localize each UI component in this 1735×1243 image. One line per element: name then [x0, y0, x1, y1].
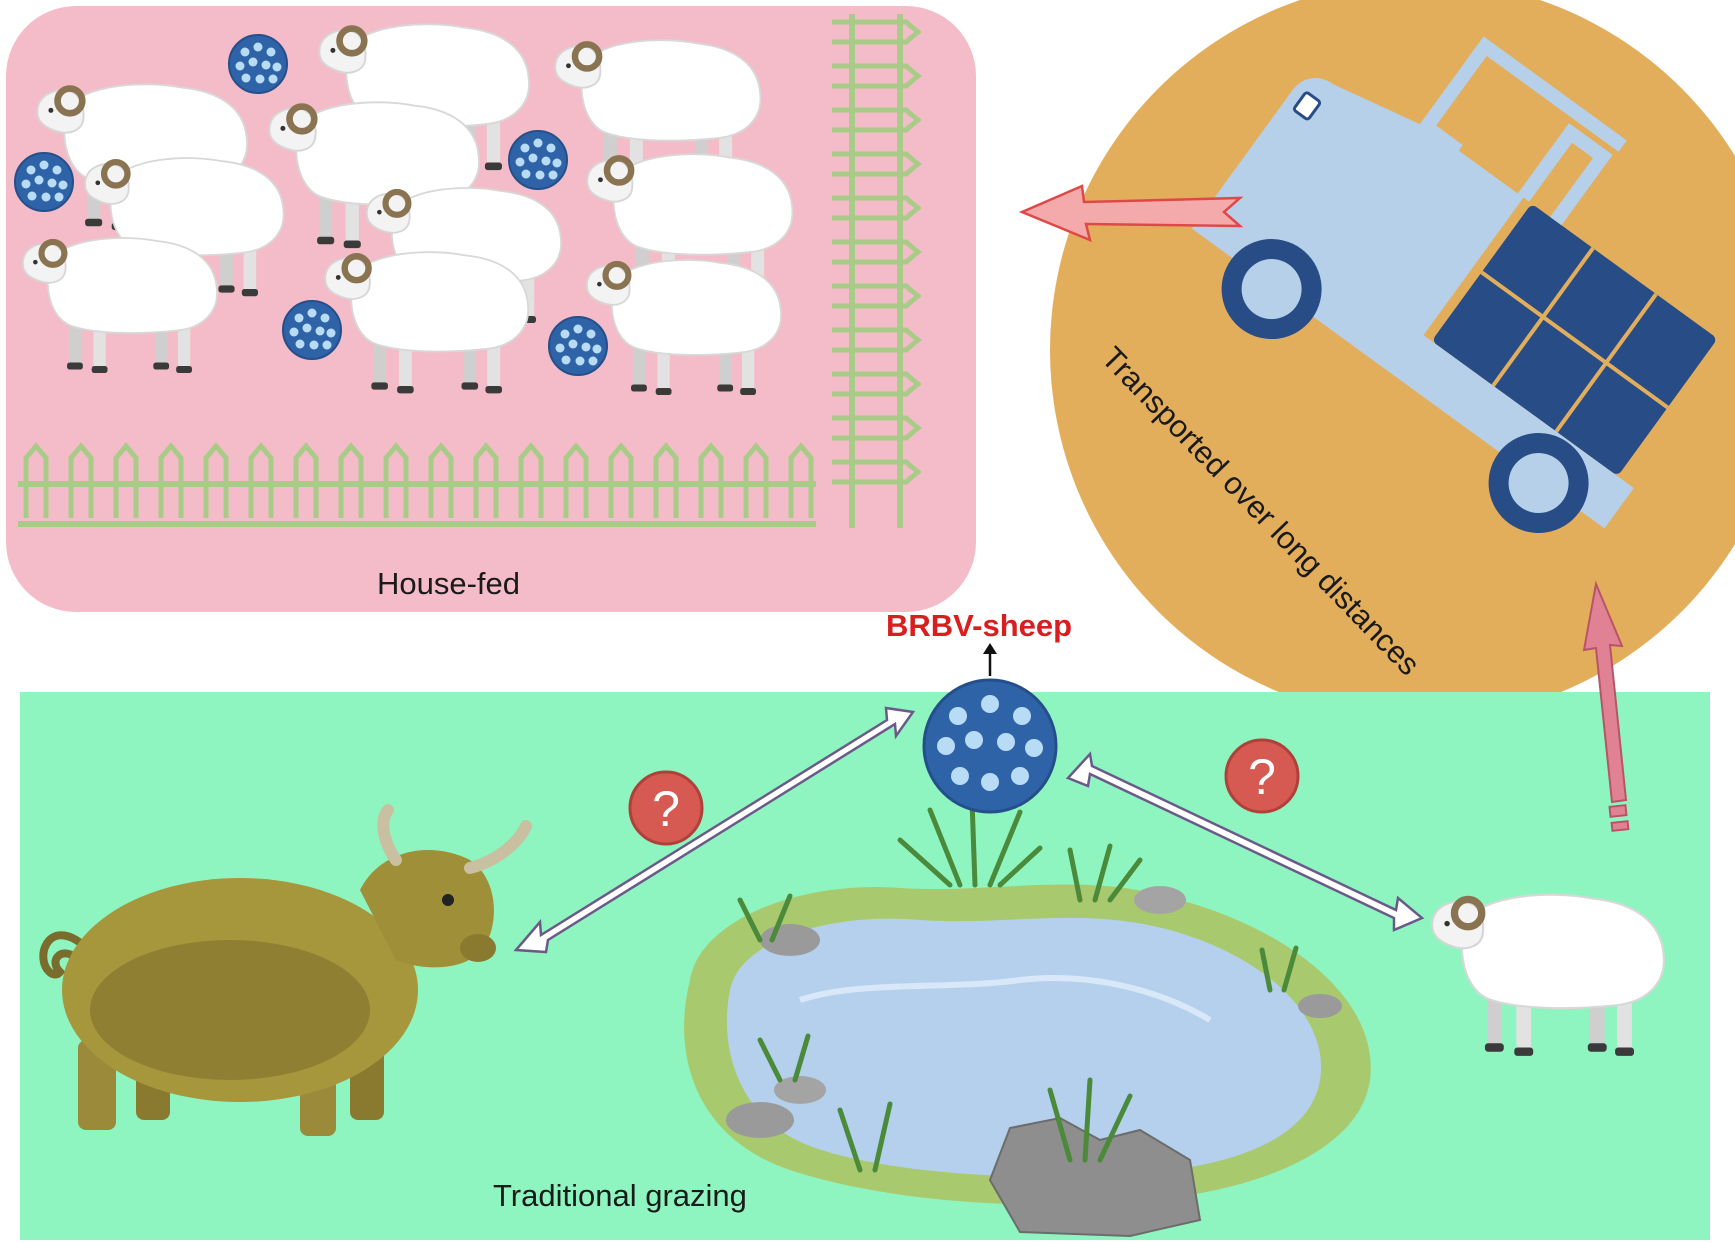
truck-icon: [1191, 36, 1716, 534]
question-icon: ?: [1224, 738, 1300, 814]
fence-icon: [18, 446, 816, 527]
transport-circle: [1050, 0, 1735, 720]
virus-icon: [282, 300, 342, 360]
svg-text:?: ?: [1248, 749, 1276, 805]
traditional-grazing-panel: ? ?: [20, 643, 1710, 1240]
arrow-icon: [1018, 184, 1244, 243]
arrow-icon: [983, 643, 997, 676]
virus-label: BRBV-sheep: [886, 608, 1073, 643]
pond-icon: [684, 797, 1371, 1238]
house-fed-panel: [6, 6, 976, 612]
virus-icon: [228, 34, 288, 94]
virus-icon: [14, 152, 74, 212]
fence-icon: [832, 14, 918, 528]
arrow-icon: [1582, 580, 1630, 832]
question-icon: ?: [628, 770, 704, 846]
virus-icon: [548, 316, 608, 376]
house-fed-label: House-fed: [377, 566, 521, 601]
cow-icon: [39, 804, 532, 1136]
virus-icon: [508, 130, 568, 190]
arrow-icon: [1065, 751, 1425, 932]
svg-text:?: ?: [652, 781, 680, 837]
arrow-icon: [513, 706, 916, 954]
traditional-grazing-label: Traditional grazing: [493, 1178, 747, 1213]
virus-icon: [922, 678, 1058, 814]
